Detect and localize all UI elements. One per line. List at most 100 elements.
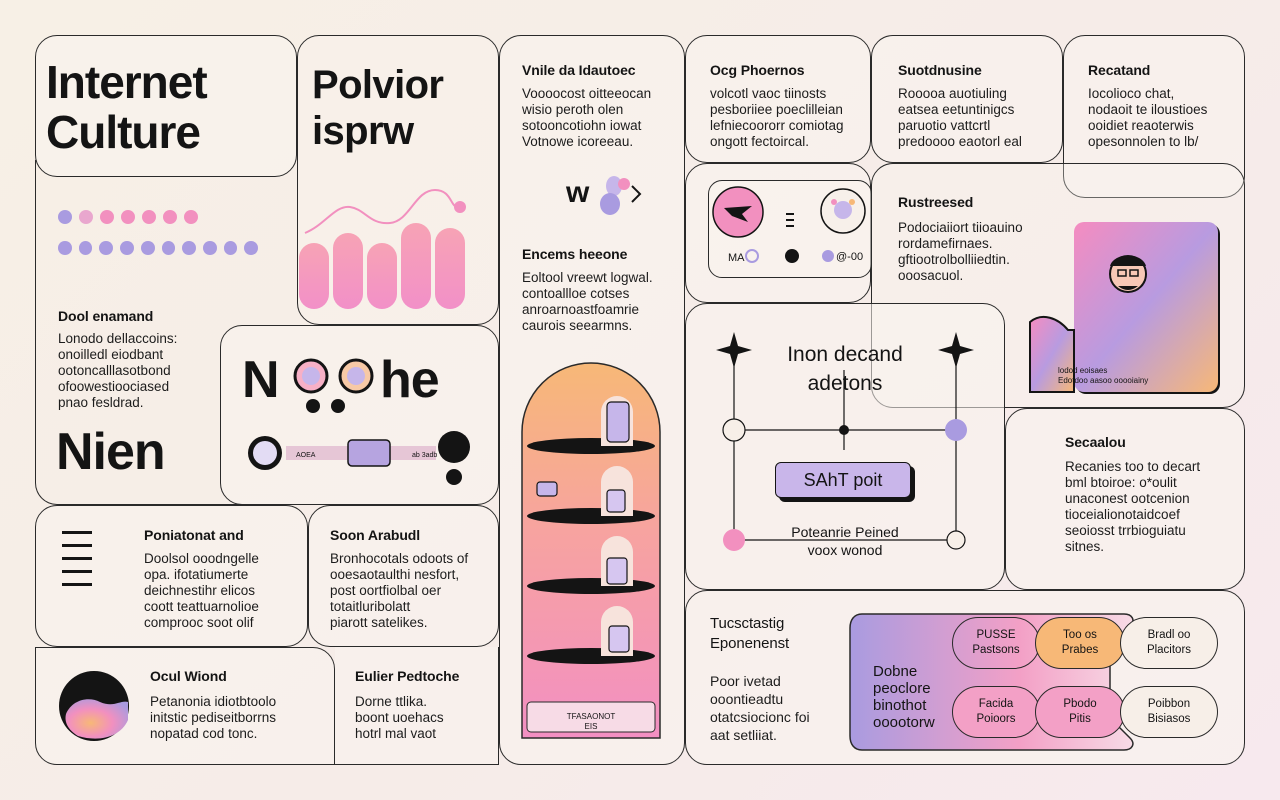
droplet-logo-icon: [600, 176, 642, 215]
rustreesed-body: Podociaiiort tiioauino rordamefirnaes. g…: [898, 220, 1023, 283]
inon-caption: Poteanrie Peined voox wonod: [791, 524, 899, 558]
bar-4: [401, 223, 431, 309]
strip-label-2: ab 3adb: [412, 452, 438, 459]
nien-word: Nien: [56, 423, 166, 481]
dot: [161, 241, 176, 255]
node-bottom-right: [946, 530, 966, 550]
pontonat-body: Doolsol ooodngelle opa. ifotatiumerte de…: [144, 551, 259, 630]
dot: [100, 210, 114, 224]
eulier-heading: Eulier Pedtoche: [355, 668, 460, 684]
node-bottom-left: [723, 529, 745, 551]
dot: [79, 210, 93, 224]
pill-poibbon[interactable]: Poibbon Bisiasos: [1120, 686, 1218, 738]
ocg-heading: Ocg Phoernos: [710, 62, 805, 78]
media-swirl-icon: [745, 249, 759, 263]
secaalou-body: Recanies too to decart bml btoiroe: o*ou…: [1065, 459, 1201, 554]
bar-3: [367, 243, 397, 309]
dot: [58, 210, 72, 224]
dot: [99, 241, 114, 255]
dot: [184, 210, 198, 224]
nophe-word-start: N: [242, 351, 280, 409]
encems-heading: Encems heeone: [522, 246, 628, 262]
inon-heading: Inon decand adetons: [787, 343, 903, 395]
encems-body: Eoltool vreewt logwal. contoallloe cotse…: [522, 270, 653, 333]
chart-end-dot: [454, 201, 466, 213]
dot: [121, 210, 135, 224]
bar-chart-graphic: [299, 188, 466, 309]
secaalou-card: [1005, 408, 1245, 590]
vnile-logo-text: w: [566, 176, 590, 209]
tower-label: TFASAONOT EIS: [566, 712, 616, 731]
inon-pill-label: SAhT poit: [803, 469, 883, 490]
vnile-body: Voooocost oitteeocan wisio peroth olen s…: [522, 86, 652, 149]
title-card: [35, 35, 297, 177]
bar-5: [435, 228, 465, 309]
media-divider-icon: [786, 213, 794, 227]
rustreesed-heading: Rustreesed: [898, 194, 974, 210]
title-line-2: Culture: [46, 106, 201, 158]
bar-2: [333, 233, 363, 309]
dool-body: Lonodo dellaccoins: onoilledl eiodbant o…: [58, 331, 178, 410]
vnile-heading: Vnile da Idautoec: [522, 62, 636, 78]
left-column-frame: [35, 160, 270, 505]
eulier-card: [335, 647, 499, 765]
dot: [202, 241, 217, 255]
bar-1: [299, 243, 329, 309]
soon-body: Bronhocotals odoots of ooesaotaulthi nes…: [330, 551, 469, 630]
pill-pusse[interactable]: PUSSE Pastsons: [952, 617, 1040, 669]
node-right: [945, 419, 967, 441]
inon-pill-button[interactable]: SAhT poit: [775, 462, 915, 502]
dot: [58, 241, 72, 255]
arched-tower-graphic: [521, 362, 661, 739]
page-title: Internet Culture: [46, 57, 208, 158]
dot: [140, 241, 155, 255]
node-network-graphic: [716, 332, 974, 551]
dool-heading: Dool enamand: [58, 308, 154, 324]
media-dots-icon: [822, 250, 834, 262]
recatand-heading: Recatand: [1088, 62, 1151, 78]
pill-bradl[interactable]: Bradl oo Placitors: [1120, 617, 1218, 669]
portrait-caption: lodod eoisaes Edotdoo aasoo ooooiainy: [1058, 366, 1149, 385]
suot-heading: Suotdnusine: [898, 62, 982, 78]
recatand-body: Iocolioco chat, nodaoit te iloustioes oo…: [1088, 86, 1208, 149]
secaalou-heading: Secaalou: [1065, 434, 1126, 450]
tucs-body: Poor ivetad ooontieadtu otatcsiocionc fo…: [710, 673, 810, 743]
soon-heading: Soon Arabudl: [330, 527, 421, 543]
polvior-card: [297, 35, 499, 325]
gradient-orb-icon: [59, 671, 129, 741]
subtitle-line-2: isprw: [312, 109, 414, 153]
media-art-icon: [712, 186, 764, 238]
suot-body: Rooooa auotiuling eatsea eetuntinigcs pa…: [898, 86, 1022, 149]
dobne-text: Dobne peoclore binothot ooootorw: [873, 663, 935, 731]
strip-label: AOEA: [296, 452, 316, 459]
media-label-ma: MA: [728, 252, 745, 264]
suot-card: [871, 35, 1063, 163]
dot: [182, 241, 196, 255]
node-left: [722, 418, 746, 442]
soon-card: [308, 505, 499, 647]
dot: [142, 210, 156, 224]
media-sticker-icon: [820, 188, 866, 234]
ocg-card: [685, 35, 871, 163]
media-apple-icon: [785, 249, 799, 263]
dot: [78, 241, 93, 255]
dot: [120, 241, 134, 255]
pill-pbodo[interactable]: Pbodo Pitis: [1035, 686, 1125, 738]
dot: [163, 210, 177, 224]
pontonat-heading: Poniatonat and: [144, 527, 244, 543]
pontonat-card: [35, 505, 308, 647]
ocg-body: volcotl vaoc tiinosts pesboriiee poeclil…: [710, 86, 844, 149]
node-center: [839, 425, 849, 435]
recatand-card: [1063, 35, 1245, 198]
dot-grid: [58, 210, 259, 260]
nophe-word-end: he: [380, 351, 440, 409]
dot: [223, 241, 238, 255]
dot: [244, 241, 259, 255]
pill-tooos[interactable]: Too os Prabes: [1035, 617, 1125, 669]
sticker-strip-graphic: [248, 431, 470, 485]
media-label-count: @-00: [836, 251, 864, 263]
ocul-heading: Ocul Wiond: [150, 668, 227, 684]
portrait-graphic: [1029, 222, 1220, 394]
eulier-body: Dorne ttlika. boont uoehacs hotrl mal va…: [355, 694, 444, 741]
pill-facida[interactable]: Facida Poioors: [952, 686, 1040, 738]
